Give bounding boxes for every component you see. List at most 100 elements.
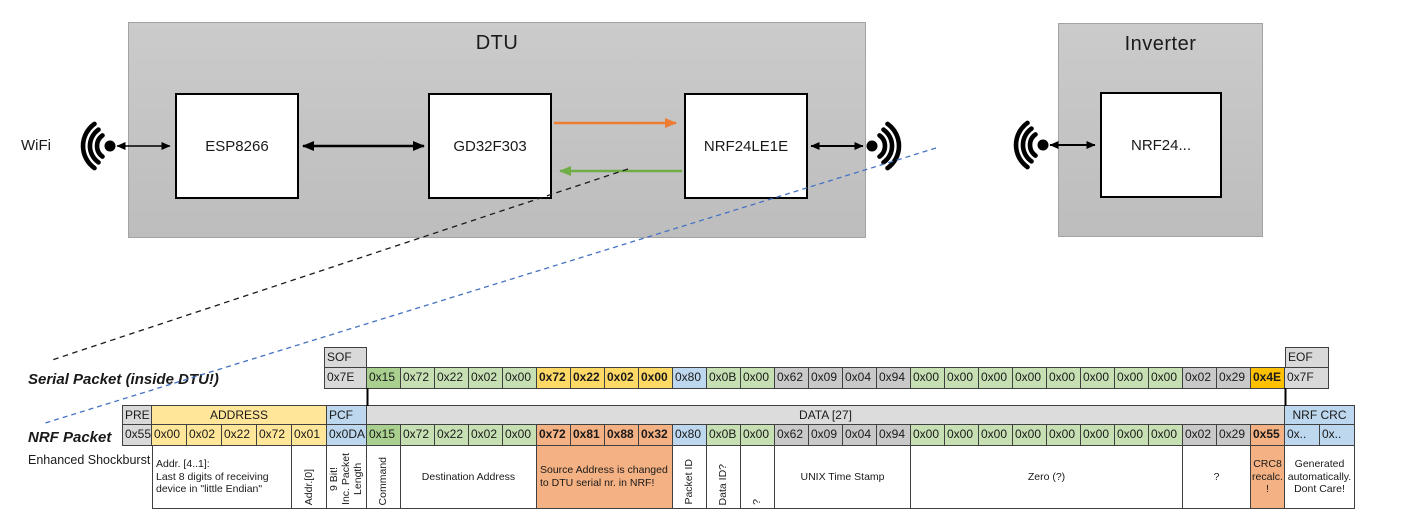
byte-cell: 0x02 xyxy=(187,424,222,446)
byte-cell: 0x00 xyxy=(945,367,979,389)
byte-cell: 0x72 xyxy=(257,424,292,446)
note-cell: Data ID? xyxy=(707,445,741,509)
byte-cell: 0x80 xyxy=(673,424,707,446)
byte-cell: 0x00 xyxy=(741,424,775,446)
eof-header-cell: EOF xyxy=(1285,347,1329,368)
header-cell: NRF CRC xyxy=(1285,405,1355,425)
byte-cell: 0x72 xyxy=(537,367,571,389)
byte-cell: 0x00 xyxy=(741,367,775,389)
byte-cell: 0x02 xyxy=(605,367,639,389)
byte-cell: 0x15 xyxy=(367,424,401,446)
byte-cell: 0x00 xyxy=(945,424,979,446)
byte-cell: 0x72 xyxy=(401,424,435,446)
byte-cell: 0x00 xyxy=(503,367,537,389)
dtu-title: DTU xyxy=(475,32,519,54)
header-cell: PCF xyxy=(327,405,367,425)
inverter-title: Inverter xyxy=(1124,33,1197,55)
byte-cell: 0x00 xyxy=(979,424,1013,446)
note-cell: Zero (?) xyxy=(911,445,1183,509)
component-label: GD32F303 xyxy=(453,137,527,155)
byte-cell: 0x00 xyxy=(639,367,673,389)
byte-cell: 0x00 xyxy=(1081,424,1115,446)
byte-cell: 0x0B xyxy=(707,424,741,446)
byte-cell: 0x0B xyxy=(707,367,741,389)
byte-cell: 0x04 xyxy=(843,367,877,389)
byte-cell: 0x0DA xyxy=(327,424,367,446)
note-cell: ? xyxy=(741,445,775,509)
byte-cell: 0x04 xyxy=(843,424,877,446)
byte-cell: 0x00 xyxy=(1081,367,1115,389)
component-esp8266: ESP8266 xyxy=(175,93,299,199)
note-cell: ? xyxy=(1183,445,1251,509)
note-cell: 9 Bit! Inc. Packet Length xyxy=(327,445,367,509)
wifi-icon-left xyxy=(83,124,115,168)
note-cell: Addr.[0] xyxy=(292,445,327,509)
byte-cell: 0x00 xyxy=(1115,367,1149,389)
wifi-icon-inverter xyxy=(1016,123,1048,167)
byte-cell: 0x02 xyxy=(1183,367,1217,389)
byte-cell: 0x7E xyxy=(324,367,367,389)
byte-cell: 0x22 xyxy=(222,424,257,446)
note-cell: Destination Address xyxy=(401,445,537,509)
byte-cell: 0x80 xyxy=(673,367,707,389)
component-label: NRF24... xyxy=(1130,136,1191,154)
byte-cell: 0x09 xyxy=(809,367,843,389)
byte-cell: 0x29 xyxy=(1217,367,1251,389)
byte-cell: 0x01 xyxy=(292,424,327,446)
nrf-packet-label: NRF Packet xyxy=(28,429,112,446)
byte-cell: 0x81 xyxy=(571,424,605,446)
byte-cell: 0x94 xyxy=(877,367,911,389)
byte-cell: 0x00 xyxy=(1013,424,1047,446)
byte-cell: 0x55 xyxy=(1251,424,1285,446)
note-cell: Source Address is changed to DTU serial … xyxy=(537,445,673,509)
byte-cell: 0x00 xyxy=(503,424,537,446)
note-cell: Generated automatically. Dont Care! xyxy=(1285,445,1355,509)
component-nrf24-inverter: NRF24... xyxy=(1100,92,1222,198)
sof-header-cell: SOF xyxy=(324,347,367,368)
component-label: ESP8266 xyxy=(205,137,269,155)
inverter-box: Inverter xyxy=(1058,23,1263,237)
byte-cell: 0x02 xyxy=(469,367,503,389)
note-cell: Packet ID xyxy=(673,445,707,509)
byte-cell: 0x94 xyxy=(877,424,911,446)
header-cell: PRE xyxy=(122,405,152,425)
serial-header-row: SOF EOF xyxy=(324,347,1329,368)
byte-cell: 0x4E xyxy=(1251,367,1285,389)
byte-cell: 0x88 xyxy=(605,424,639,446)
byte-cell: 0x32 xyxy=(639,424,673,446)
byte-cell: 0x22 xyxy=(435,424,469,446)
byte-cell: 0x72 xyxy=(537,424,571,446)
wifi-icon-dtu-right xyxy=(867,124,899,168)
header-cell: ADDRESS xyxy=(152,405,327,425)
byte-cell: 0x00 xyxy=(1013,367,1047,389)
byte-cell: 0x55 xyxy=(122,424,152,446)
byte-cell: 0x62 xyxy=(775,367,809,389)
byte-cell: 0x.. xyxy=(1320,424,1355,446)
header-cell: DATA [27] xyxy=(367,405,1285,425)
byte-cell: 0x00 xyxy=(1047,424,1081,446)
note-cell: UNIX Time Stamp xyxy=(775,445,911,509)
byte-cell: 0x00 xyxy=(979,367,1013,389)
byte-cell: 0x00 xyxy=(1149,424,1183,446)
byte-cell: 0x00 xyxy=(911,424,945,446)
byte-cell: 0x09 xyxy=(809,424,843,446)
component-label: NRF24LE1E xyxy=(703,137,789,155)
byte-cell: 0x.. xyxy=(1285,424,1320,446)
byte-cell: 0x00 xyxy=(1149,367,1183,389)
nrf-notes-row: Addr. [4..1]: Last 8 digits of receiving… xyxy=(152,445,1355,509)
byte-cell: 0x72 xyxy=(401,367,435,389)
serial-packet-label: Serial Packet (inside DTU!) xyxy=(28,371,219,388)
byte-cell: 0x00 xyxy=(1047,367,1081,389)
byte-cell: 0x15 xyxy=(367,367,401,389)
byte-cell: 0x02 xyxy=(1183,424,1217,446)
byte-cell: 0x00 xyxy=(152,424,187,446)
note-cell: Addr. [4..1]: Last 8 digits of receiving… xyxy=(152,445,292,509)
enhanced-shockburst-label: Enhanced Shockburst xyxy=(28,453,151,467)
byte-cell: 0x62 xyxy=(775,424,809,446)
wifi-label: WiFi xyxy=(21,137,51,154)
note-cell: CRC8 recalc. ! xyxy=(1251,445,1285,509)
